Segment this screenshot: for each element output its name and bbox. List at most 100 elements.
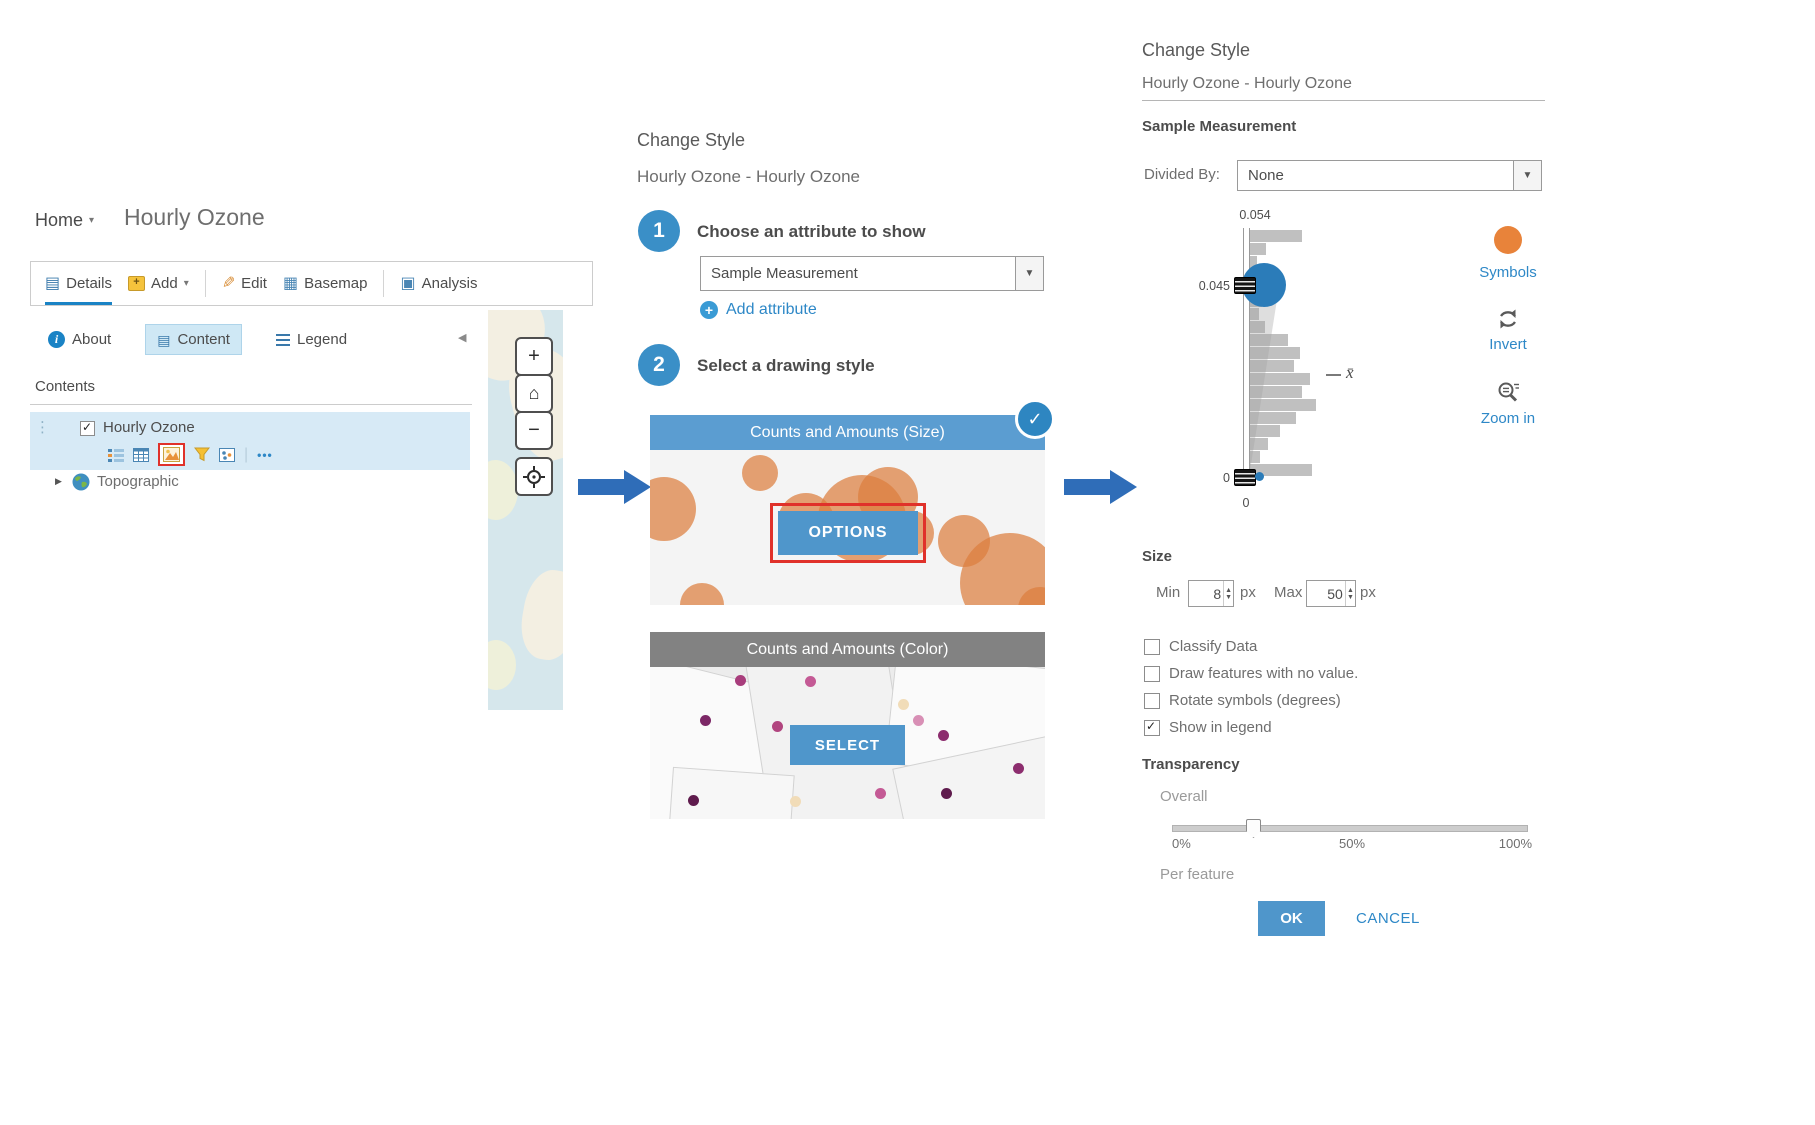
- zoom-in-button[interactable]: +: [515, 337, 553, 376]
- divided-by-dropdown[interactable]: None ▼: [1237, 160, 1542, 191]
- divided-by-label: Divided By:: [1144, 166, 1220, 183]
- breadcrumb-home[interactable]: Home: [35, 210, 84, 230]
- histogram-bar: [1250, 360, 1294, 372]
- chevron-down-icon[interactable]: ▼: [1015, 257, 1043, 290]
- globe-icon: [72, 473, 90, 491]
- layer-visibility-checkbox[interactable]: [80, 420, 95, 436]
- tab-legend[interactable]: Legend: [275, 331, 347, 348]
- symbol-dot: [1013, 763, 1024, 774]
- min-size-field[interactable]: [1189, 581, 1224, 606]
- add-button[interactable]: + Add ▾: [127, 262, 189, 305]
- min-size-input: ▲▼: [1188, 580, 1234, 607]
- tab-about[interactable]: i About: [48, 331, 111, 348]
- add-attribute-link[interactable]: + Add attribute: [700, 301, 817, 319]
- change-style-icon[interactable]: [163, 447, 180, 466]
- basemap-label: Basemap: [304, 275, 368, 292]
- tick-0: 0%: [1172, 836, 1191, 851]
- home-button[interactable]: ⌂: [515, 374, 553, 413]
- options-button[interactable]: OPTIONS: [778, 511, 918, 555]
- style-card-size-title: Counts and Amounts (Size): [650, 415, 1045, 450]
- select-button[interactable]: SELECT: [790, 725, 905, 765]
- analysis-icon: ▣: [400, 274, 416, 292]
- add-icon: +: [127, 276, 145, 291]
- max-size-stepper[interactable]: ▲▼: [1344, 581, 1355, 606]
- locate-icon: [523, 465, 545, 488]
- layer-name[interactable]: Hourly Ozone: [103, 419, 195, 436]
- divider: [204, 270, 206, 297]
- edit-button[interactable]: ✎ Edit: [222, 262, 267, 305]
- layer-item-topographic[interactable]: ▶ Topographic: [30, 470, 470, 498]
- rotate-symbols-checkbox[interactable]: [1144, 692, 1160, 709]
- chevron-down-icon[interactable]: ▾: [89, 215, 95, 226]
- invert-icon[interactable]: [1495, 306, 1521, 332]
- chevron-down-icon[interactable]: ▼: [1513, 161, 1541, 190]
- invert-link[interactable]: Invert: [1489, 336, 1527, 353]
- filter-icon[interactable]: [193, 447, 211, 462]
- style-card-color[interactable]: Counts and Amounts (Color) SELECT: [650, 632, 1045, 819]
- layer-name[interactable]: Topographic: [97, 473, 179, 490]
- tab-content-label: Content: [177, 331, 230, 348]
- zoom-out-button[interactable]: −: [515, 411, 553, 450]
- details-label: Details: [66, 275, 112, 292]
- collapse-panel-icon[interactable]: ◀: [458, 332, 467, 344]
- pencil-icon: ✎: [221, 274, 236, 292]
- transparency-slider[interactable]: [1172, 818, 1528, 838]
- layer-item-hourly-ozone[interactable]: ⋮ Hourly Ozone | •••: [30, 412, 470, 470]
- zoom-in-icon[interactable]: [1495, 380, 1521, 406]
- map-polygon: [667, 766, 795, 819]
- step-2-label: Select a drawing style: [697, 356, 875, 375]
- show-in-legend-option[interactable]: Show in legend: [1144, 719, 1272, 736]
- tab-about-label: About: [72, 331, 112, 348]
- info-icon: i: [48, 331, 65, 348]
- more-options-button[interactable]: •••: [257, 447, 273, 462]
- add-label: Add: [150, 275, 178, 292]
- histogram-axis-label: 0: [1242, 496, 1250, 510]
- histogram-bar: [1250, 386, 1302, 398]
- slider-track[interactable]: [1172, 825, 1528, 832]
- add-attribute-label: Add attribute: [726, 301, 817, 318]
- histogram-bar: [1250, 412, 1296, 424]
- draw-no-value-option[interactable]: Draw features with no value.: [1144, 665, 1358, 682]
- histogram-track: [1243, 228, 1250, 480]
- cluster-icon[interactable]: [219, 447, 235, 462]
- classify-data-label: Classify Data: [1169, 638, 1258, 655]
- style-card-size[interactable]: ✓ Counts and Amounts (Size) OPTIONS: [650, 399, 1055, 605]
- tab-content[interactable]: ▤ Content: [145, 324, 242, 355]
- mean-tick: [1326, 374, 1341, 376]
- min-size-stepper[interactable]: ▲▼: [1223, 581, 1233, 606]
- analysis-button[interactable]: ▣ Analysis: [400, 262, 477, 305]
- ok-button[interactable]: OK: [1258, 901, 1325, 936]
- locate-button[interactable]: [515, 457, 553, 496]
- classify-data-option[interactable]: Classify Data: [1144, 638, 1257, 655]
- expand-icon[interactable]: ▶: [55, 476, 62, 486]
- symbols-link[interactable]: Symbols: [1479, 264, 1537, 281]
- upper-handle[interactable]: [1234, 277, 1256, 294]
- style-card-color-preview: SELECT: [650, 667, 1045, 819]
- content-icon: ▤: [157, 331, 171, 348]
- symbols-swatch[interactable]: [1494, 226, 1522, 254]
- drag-handle[interactable]: ⋮: [35, 419, 50, 436]
- change-style-icon-highlight[interactable]: [158, 443, 185, 466]
- style-card-color-title: Counts and Amounts (Color): [650, 632, 1045, 667]
- layer-table-icon[interactable]: [133, 447, 149, 462]
- lower-handle[interactable]: [1234, 469, 1256, 486]
- style-card-size-preview: OPTIONS: [650, 450, 1045, 605]
- draw-no-value-checkbox[interactable]: [1144, 665, 1160, 682]
- attribute-dropdown[interactable]: Sample Measurement ▼: [700, 256, 1044, 291]
- histogram-top-value: 0.054: [1239, 208, 1271, 222]
- map-preview[interactable]: + ⌂ −: [488, 310, 563, 710]
- layer-legend-icon[interactable]: [108, 448, 124, 462]
- basemap-button[interactable]: ▦ Basemap: [283, 262, 368, 305]
- slider-handle[interactable]: [1246, 819, 1261, 838]
- zoom-in-link[interactable]: Zoom in: [1480, 410, 1536, 427]
- symbol-dot: [875, 788, 886, 799]
- per-feature-label: Per feature: [1160, 866, 1235, 883]
- divider: |: [244, 445, 249, 463]
- details-button[interactable]: ▤ Details: [45, 262, 112, 305]
- classify-data-checkbox[interactable]: [1144, 638, 1160, 655]
- rotate-symbols-option[interactable]: Rotate symbols (degrees): [1144, 692, 1341, 709]
- max-size-field[interactable]: [1307, 581, 1345, 606]
- show-in-legend-checkbox[interactable]: [1144, 719, 1160, 736]
- cancel-button[interactable]: CANCEL: [1356, 910, 1420, 927]
